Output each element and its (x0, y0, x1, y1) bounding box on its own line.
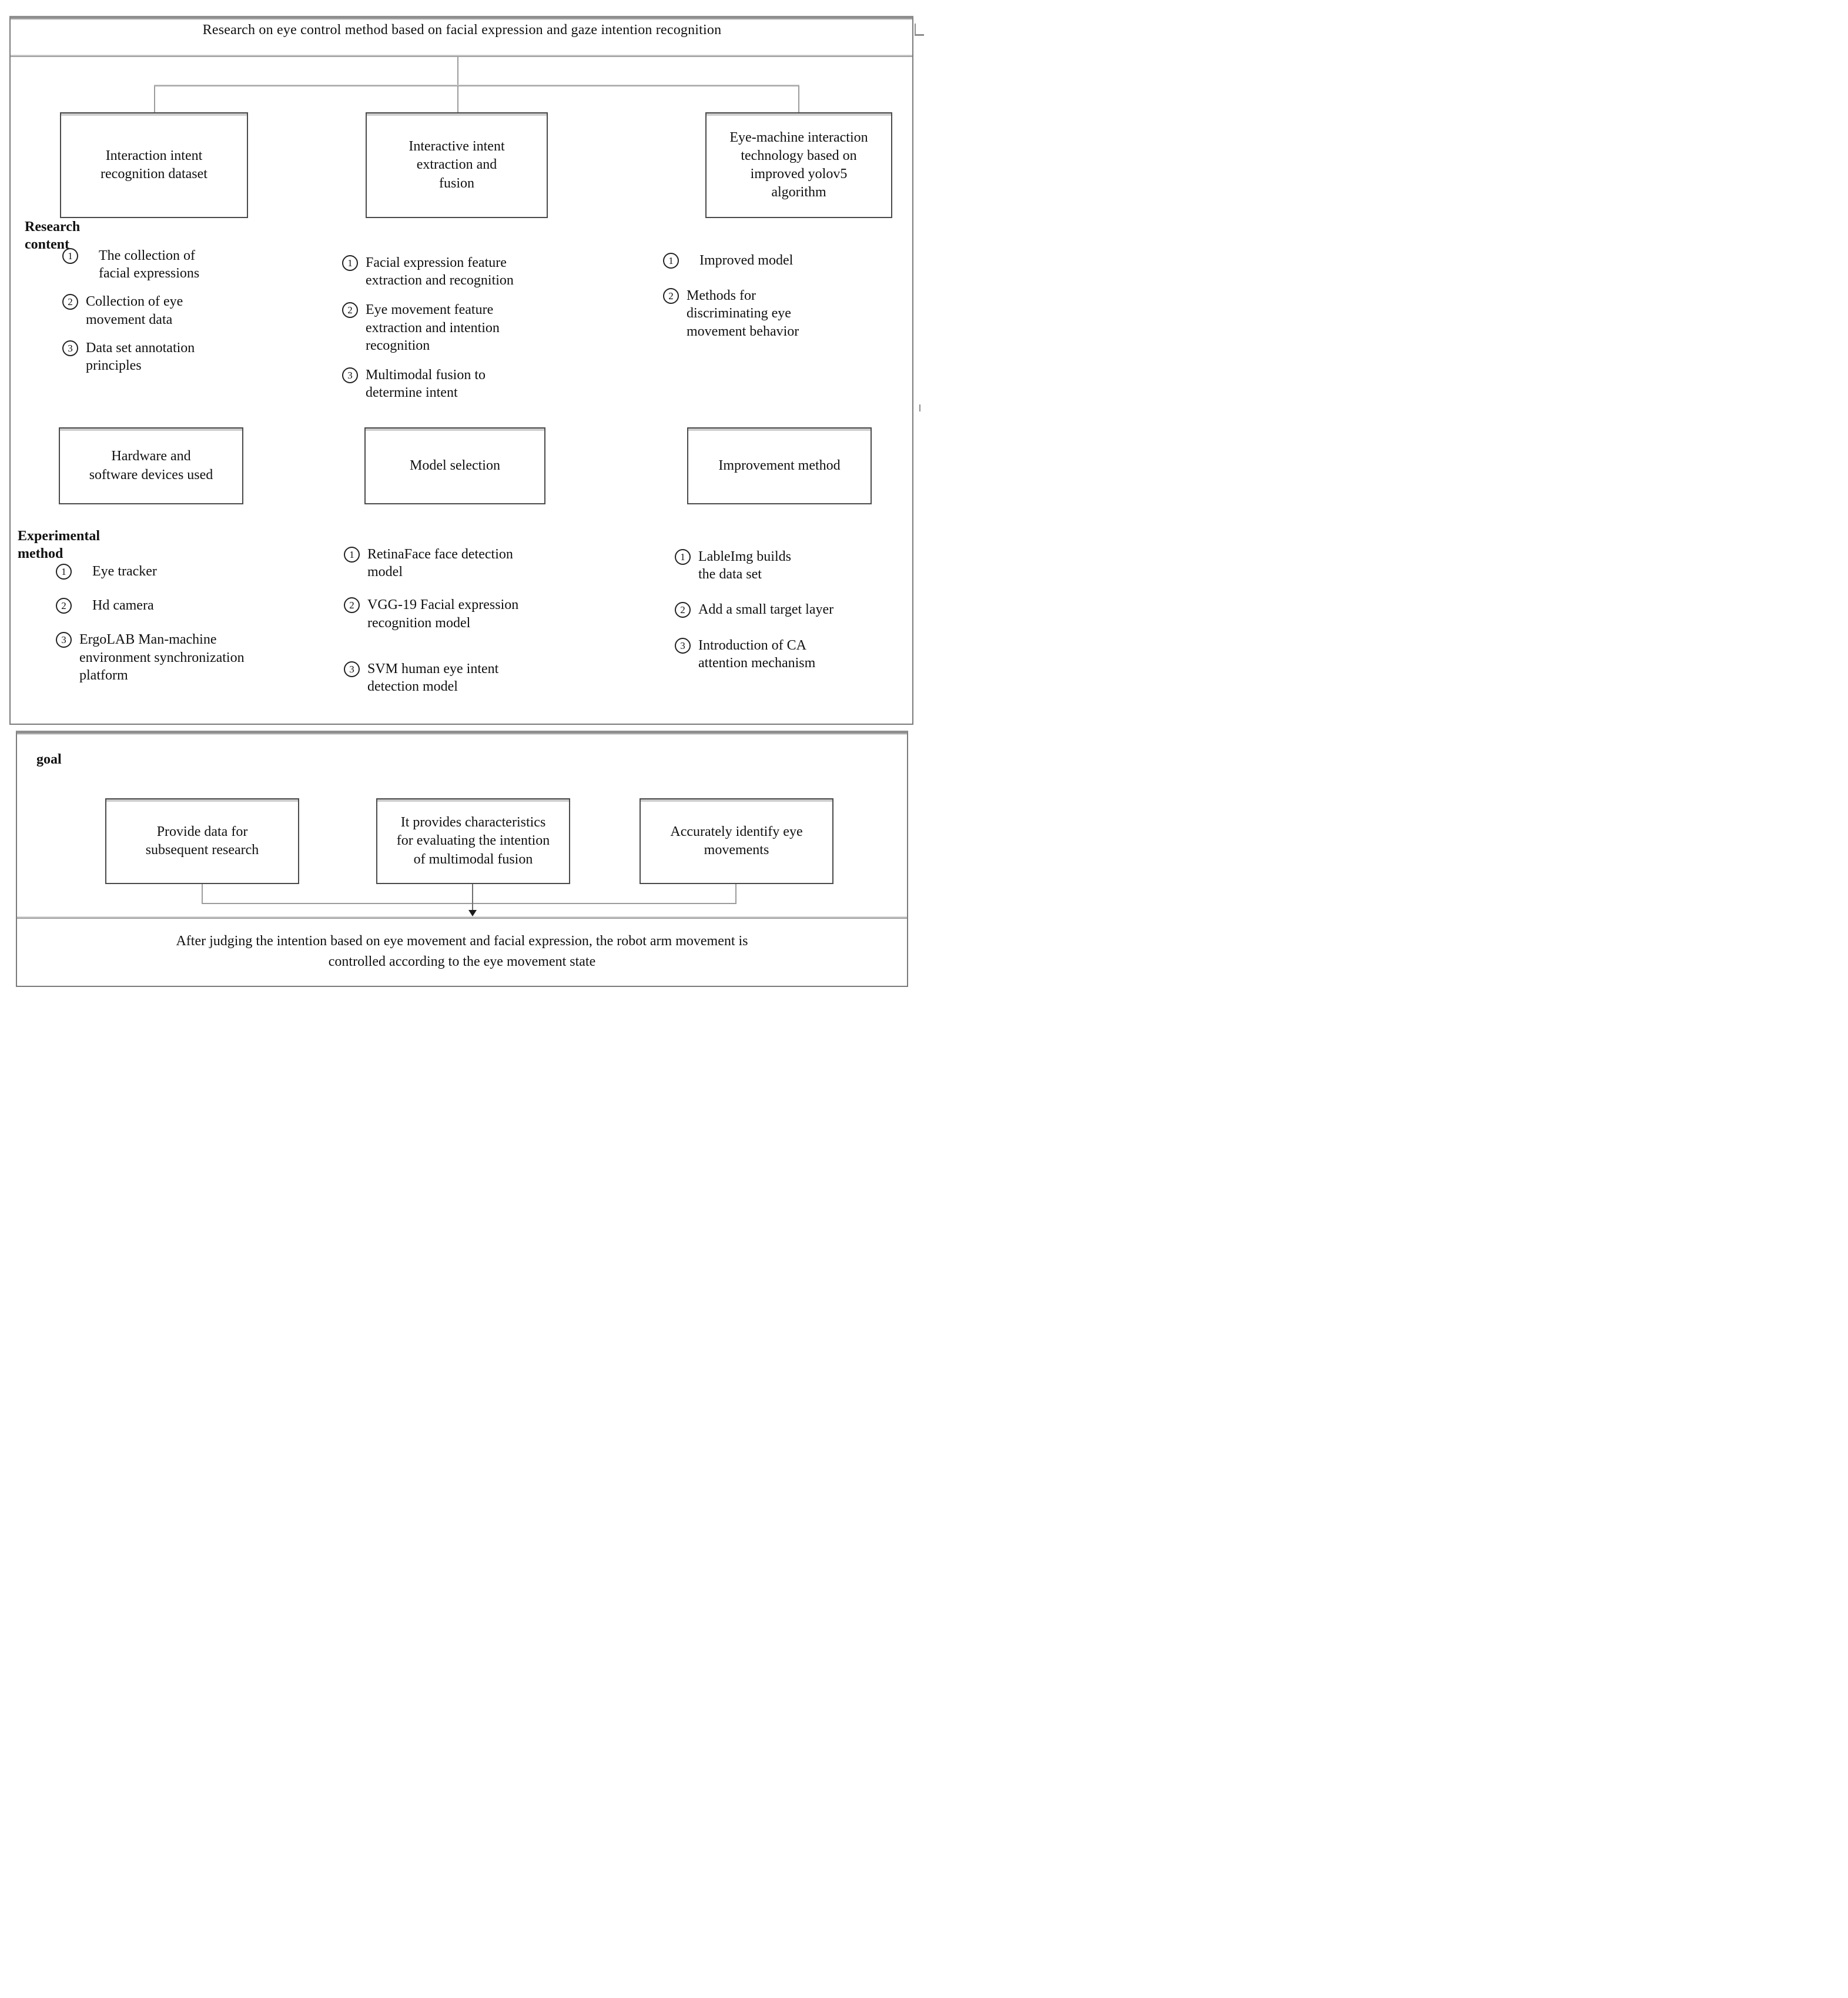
circled-number: 3 (62, 340, 78, 356)
connector-title-stem (457, 57, 458, 85)
connector-top-bus (154, 85, 799, 86)
heading-research-content: Research content (25, 219, 81, 252)
list-item: 2 Collection of eye movement data (62, 293, 245, 328)
method-list-left: 1 Eye tracker 2 Hd camera 3 ErgoLAB Man-… (56, 563, 273, 684)
circled-number: 2 (342, 302, 358, 319)
method-list-right: 1 LableImg builds the data set 2 Add a s… (675, 548, 886, 672)
research-list-right: 1 Improved model 2 Methods for discrimin… (663, 252, 863, 340)
topic-box-dataset: Interaction intent recognition dataset (60, 112, 248, 218)
corner-artifact-vertical (915, 24, 916, 35)
connector-goal-right (735, 884, 736, 903)
heading-experimental-method: Experimental method (18, 528, 100, 561)
circled-number: 2 (663, 288, 679, 304)
research-list-middle: 1 Facial expression feature extraction a… (342, 254, 548, 402)
goal-box-characteristics: It provides characteristics for evaluati… (376, 798, 570, 884)
circled-number: 3 (344, 661, 360, 677)
circled-number: 1 (62, 248, 78, 264)
list-item: 2 VGG-19 Facial expression recognition m… (344, 596, 561, 631)
title-divider (11, 55, 912, 57)
diagram-title: Research on eye control method based on … (202, 22, 722, 38)
circled-number: 2 (56, 598, 72, 614)
goal-footer-divider (17, 916, 907, 919)
list-item: 3 Multimodal fusion to determine intent (342, 366, 548, 401)
list-item: 2 Hd camera (56, 597, 273, 614)
connector-drop-middle (457, 86, 458, 113)
flowchart-canvas: Research on eye control method based on … (0, 0, 924, 999)
circled-number: 1 (344, 547, 360, 563)
circled-number: 1 (663, 253, 679, 269)
list-item: 1 Improved model (663, 252, 863, 269)
circled-number: 3 (342, 367, 358, 384)
list-item: 3 SVM human eye intent detection model (344, 660, 561, 695)
list-item: 1 RetinaFace face detection model (344, 545, 561, 581)
corner-artifact-horizontal (915, 34, 924, 36)
method-list-middle: 1 RetinaFace face detection model 2 VGG-… (344, 545, 561, 695)
method-box-improvement: Improvement method (687, 427, 872, 504)
circled-number: 3 (675, 637, 691, 654)
connector-goal-left (202, 884, 203, 903)
heading-goal: goal (36, 752, 62, 767)
method-box-hardware: Hardware and software devices used (59, 427, 243, 504)
research-section-frame (9, 16, 913, 725)
goal-box-identify-eye-movements: Accurately identify eye movements (640, 798, 833, 884)
list-item: 1 Facial expression feature extraction a… (342, 254, 548, 289)
goal-section-frame (16, 731, 908, 987)
circled-number: 2 (675, 602, 691, 618)
circled-number: 1 (675, 549, 691, 565)
list-item: 3 ErgoLAB Man-machine environment synchr… (56, 631, 273, 684)
connector-goal-bus (202, 903, 736, 904)
circled-number: 1 (342, 255, 358, 271)
list-item: 1 The collection of facial expressions (62, 247, 245, 282)
circled-number: 2 (62, 294, 78, 310)
goal-box-provide-data: Provide data for subsequent research (105, 798, 299, 884)
connector-goal-arrow-stem (472, 884, 473, 911)
list-item: 2 Eye movement feature extraction and in… (342, 301, 548, 354)
list-item: 3 Introduction of CA attention mechanism (675, 637, 886, 672)
research-list-left: 1 The collection of facial expressions 2… (62, 247, 245, 374)
list-item: 3 Data set annotation principles (62, 339, 245, 374)
down-arrow-icon (468, 910, 477, 916)
circled-number: 3 (56, 632, 72, 648)
topic-box-eye-machine: Eye-machine interaction technology based… (705, 112, 892, 218)
edge-artifact (919, 404, 920, 411)
topic-box-extraction-fusion: Interactive intent extraction and fusion (366, 112, 548, 218)
conclusion-text: After judging the intention based on eye… (176, 933, 748, 969)
list-item: 1 LableImg builds the data set (675, 548, 886, 583)
method-box-model-selection: Model selection (364, 427, 545, 504)
connector-drop-left (154, 86, 155, 113)
circled-number: 1 (56, 564, 72, 580)
list-item: 1 Eye tracker (56, 563, 273, 580)
connector-drop-right (798, 86, 799, 113)
list-item: 2 Methods for discriminating eye movemen… (663, 287, 863, 340)
list-item: 2 Add a small target layer (675, 601, 886, 618)
circled-number: 2 (344, 597, 360, 614)
